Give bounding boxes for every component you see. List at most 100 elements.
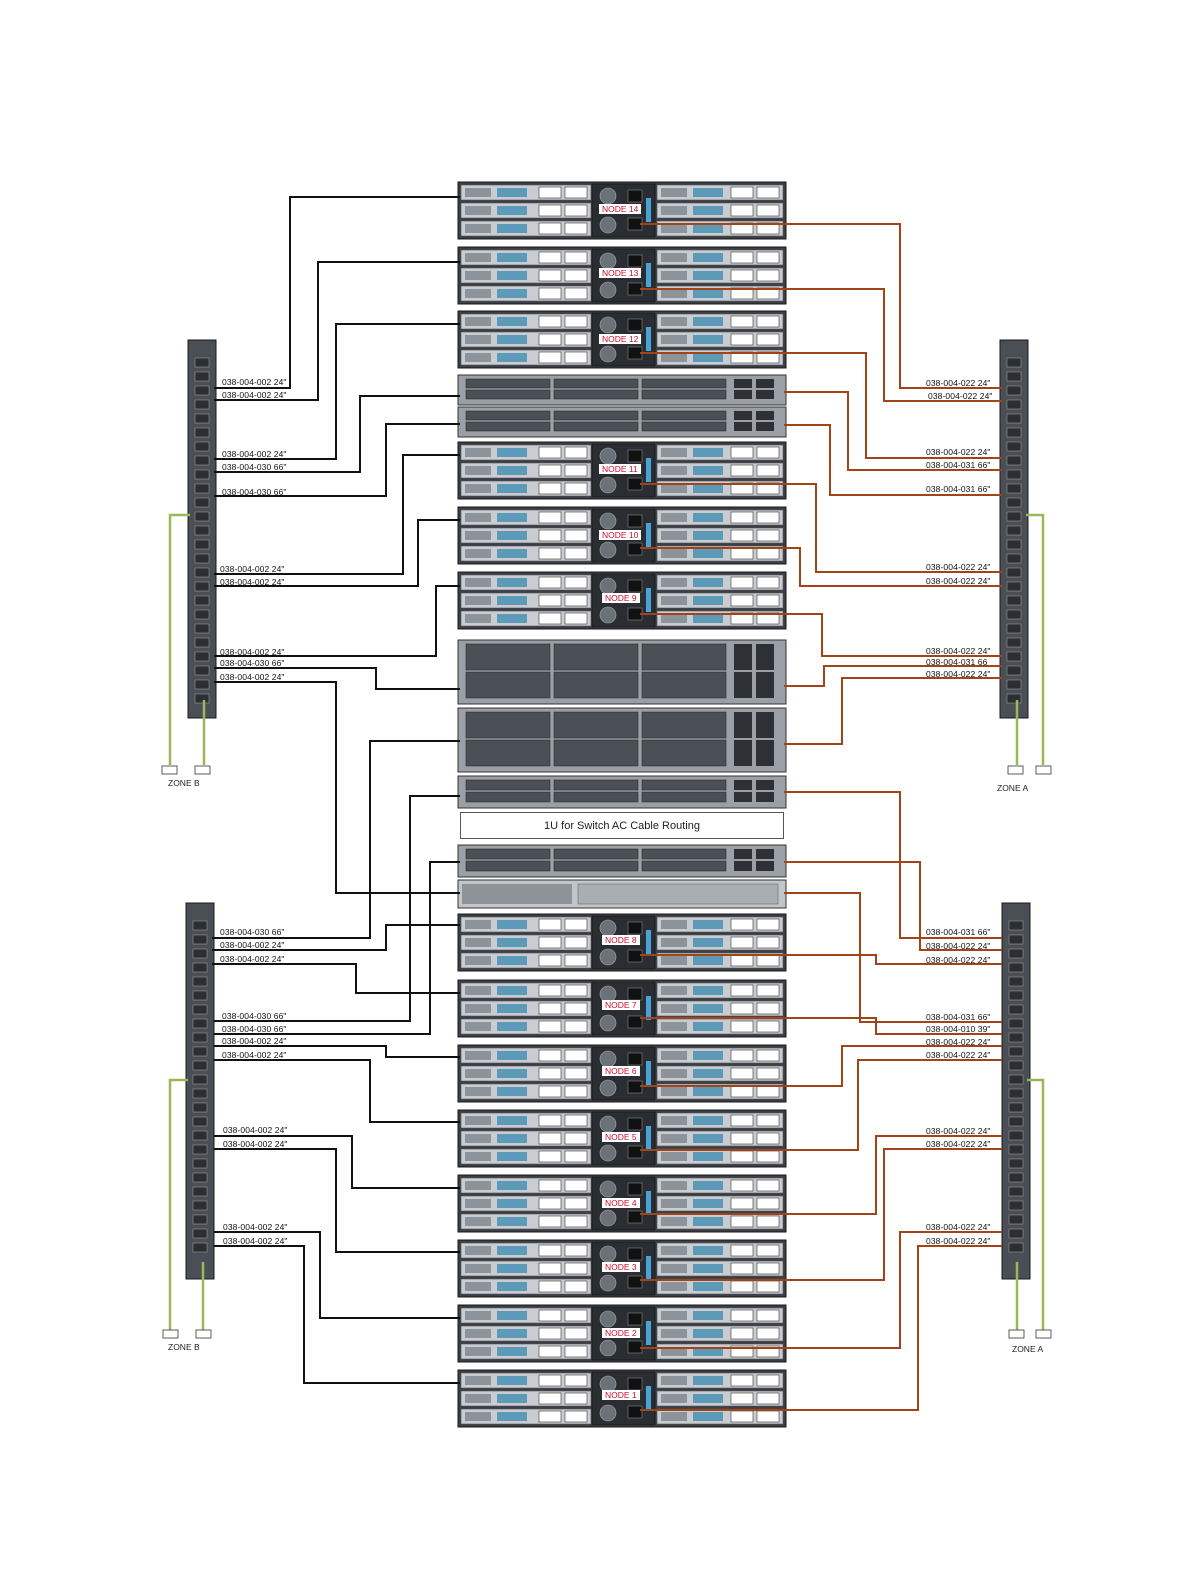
port-group [465,643,551,671]
drive-slot [756,1114,780,1127]
port-block [661,188,687,197]
drive-slot [538,1215,562,1228]
drive-slot [538,1244,562,1257]
port-block [661,920,687,929]
power-inlet [627,1117,643,1131]
fan-icon [599,1404,617,1422]
port-block [465,1022,491,1031]
fan-icon [599,1310,617,1328]
port-block [661,1051,687,1060]
fan-icon [599,345,617,363]
port-block [497,1394,527,1403]
port-block [693,1069,723,1078]
drive-slot [756,1132,780,1145]
port-block [465,206,491,215]
power-inlet [627,346,643,360]
power-inlet [627,987,643,1001]
power-cable-black [214,423,460,497]
port-block [497,253,527,262]
outlet [192,1032,208,1043]
drive-slot [730,1374,754,1387]
port-block [693,531,723,540]
uplink-port [756,792,774,802]
port-block [497,1181,527,1190]
drive-slot [756,547,780,560]
outlet [1006,665,1022,676]
cable-label-right: 038-004-031 66" [926,927,991,937]
drive-slot [564,1280,588,1293]
drive-slot [564,204,588,217]
power-cable-black [214,1245,460,1384]
port-block [693,206,723,215]
outlet [1006,609,1022,620]
drive-slot [538,333,562,346]
cable-label-right: 038-004-022 24" [926,576,991,586]
network-switch [457,374,787,406]
drive-slot [756,186,780,199]
port-block [661,956,687,965]
port-block [465,531,491,540]
port-block [693,956,723,965]
port-block [497,484,527,493]
power-cable-black [214,261,460,401]
drive-slot [730,1150,754,1163]
drive-slot [538,594,562,607]
port-block [661,531,687,540]
drive-slot [538,222,562,235]
cable-label-left: 038-004-002 24" [220,954,285,964]
power-inlet [627,1015,643,1029]
port-block [497,1329,527,1338]
cable-clip [646,1126,651,1150]
power-cable-brown [784,892,1002,1023]
port-group [641,389,727,400]
outlet [194,623,210,634]
outlet [1008,1228,1024,1239]
port-group [553,791,639,803]
drive-slot [564,1215,588,1228]
drive-slot [756,594,780,607]
outlet [192,1214,208,1225]
power-cable-black [214,585,460,657]
fan-icon [599,606,617,624]
power-cable-black [212,924,460,951]
cable-label-left: 038-004-002 24" [223,1222,288,1232]
power-cable-brown [640,483,1002,573]
uplink-port [756,390,774,399]
port-block [661,1246,687,1255]
power-cable-brown [640,1045,1002,1087]
cable-label-left: 038-004-002 24" [223,1125,288,1135]
port-group [553,739,639,767]
port-block [661,206,687,215]
port-block [497,289,527,298]
outlet [1006,623,1022,634]
port-block [693,986,723,995]
cable-label-left: 038-004-030 66" [222,487,287,497]
drive-slot [730,954,754,967]
outlet [1008,1186,1024,1197]
drive-slot [564,984,588,997]
drive-slot [538,1327,562,1340]
power-cable-brown [640,547,1002,587]
drive-slot [730,1197,754,1210]
outlet [1006,455,1022,466]
port-block [497,1412,527,1421]
drive-slot [538,1392,562,1405]
port-block [465,253,491,262]
port-block [693,466,723,475]
port-group [641,671,727,699]
power-cable-brown [640,1231,1002,1349]
port-block [465,1394,491,1403]
power-cable-black [214,519,460,587]
port-block [661,317,687,326]
cable-label-left: 038-004-002 24" [222,390,287,400]
fan-icon [599,1079,617,1097]
node-label-9: NODE 9 [602,593,640,603]
outlet [1008,962,1024,973]
port-group [641,779,727,791]
port-group [553,410,639,421]
power-cable-brown [640,613,1002,657]
power-inlet [627,449,643,463]
uplink-port [734,849,752,859]
port-group [553,389,639,400]
drive-slot [730,204,754,217]
